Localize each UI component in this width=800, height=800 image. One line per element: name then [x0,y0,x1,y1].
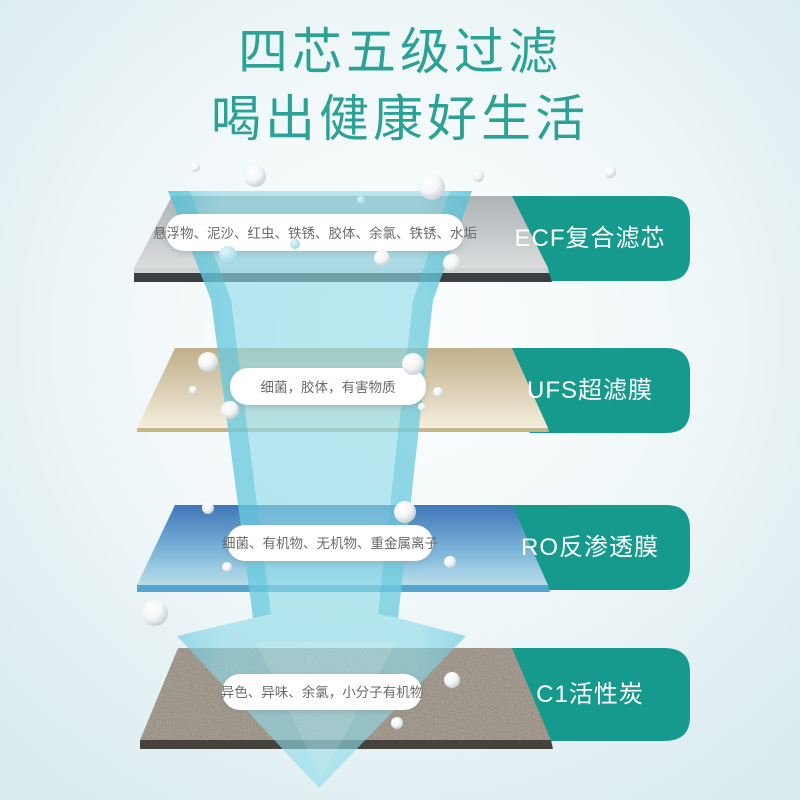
water-arrow-body [168,191,472,788]
stage-3-contaminants: 细菌、有机物、无机物、重金属离子 [222,535,438,551]
bubble [391,717,403,729]
bubble [604,166,616,178]
bubble [374,250,390,266]
bubble [222,562,232,572]
stage-3-filter-label: RO反渗透膜 [521,534,659,561]
bubble [444,672,460,688]
bubble [402,353,424,375]
bubble [202,502,214,514]
bubble [142,600,168,626]
water-arrow-left-band [168,191,271,618]
stage-2-contaminant-pill: 细菌，胶体，有害物质 [230,368,426,405]
bubble [472,170,484,182]
bubble [290,239,300,249]
bubbles [142,162,616,729]
bubble [444,556,456,568]
bubble [418,403,426,411]
stage-1-filter-label: ECF复合滤芯 [515,225,666,252]
bubble [357,196,365,204]
bubble [244,165,266,187]
stage-1-contaminants: 悬浮物、泥沙、红虫、铁锈、胶体、余氯、铁锈、水垢 [153,225,477,241]
stage-4-contaminant-pill: 异色、异味、余氯，小分子有机物 [221,674,424,710]
title-line-1: 四芯五级过滤 [238,24,562,80]
stage-1-pill-bg [166,214,464,251]
stage-2-filter-label: UFS超滤膜 [527,377,653,404]
stage-3-pill-bg [227,525,433,561]
bubble [198,352,218,372]
bubble [394,501,416,523]
stage-4-pill-bg [222,674,422,710]
stage-4-contaminants: 异色、异味、余氯，小分子有机物 [221,684,424,700]
bubble [433,387,443,397]
stage-1-contaminant-pill: 悬浮物、泥沙、红虫、铁锈、胶体、余氯、铁锈、水垢 [153,214,477,251]
stage-2-pill-bg [230,368,426,405]
stage-4-filter-label: C1活性炭 [536,681,644,708]
bubble [189,386,197,394]
bubble [443,254,461,272]
title-line-2: 喝出健康好生活 [211,91,589,147]
bubble [190,162,200,172]
bubble [219,246,237,264]
stage-2-contaminants: 细菌，胶体，有害物质 [261,379,396,395]
bubble [419,174,445,200]
bubble [221,401,239,419]
stage-3-contaminant-pill: 细菌、有机物、无机物、重金属离子 [222,525,438,561]
